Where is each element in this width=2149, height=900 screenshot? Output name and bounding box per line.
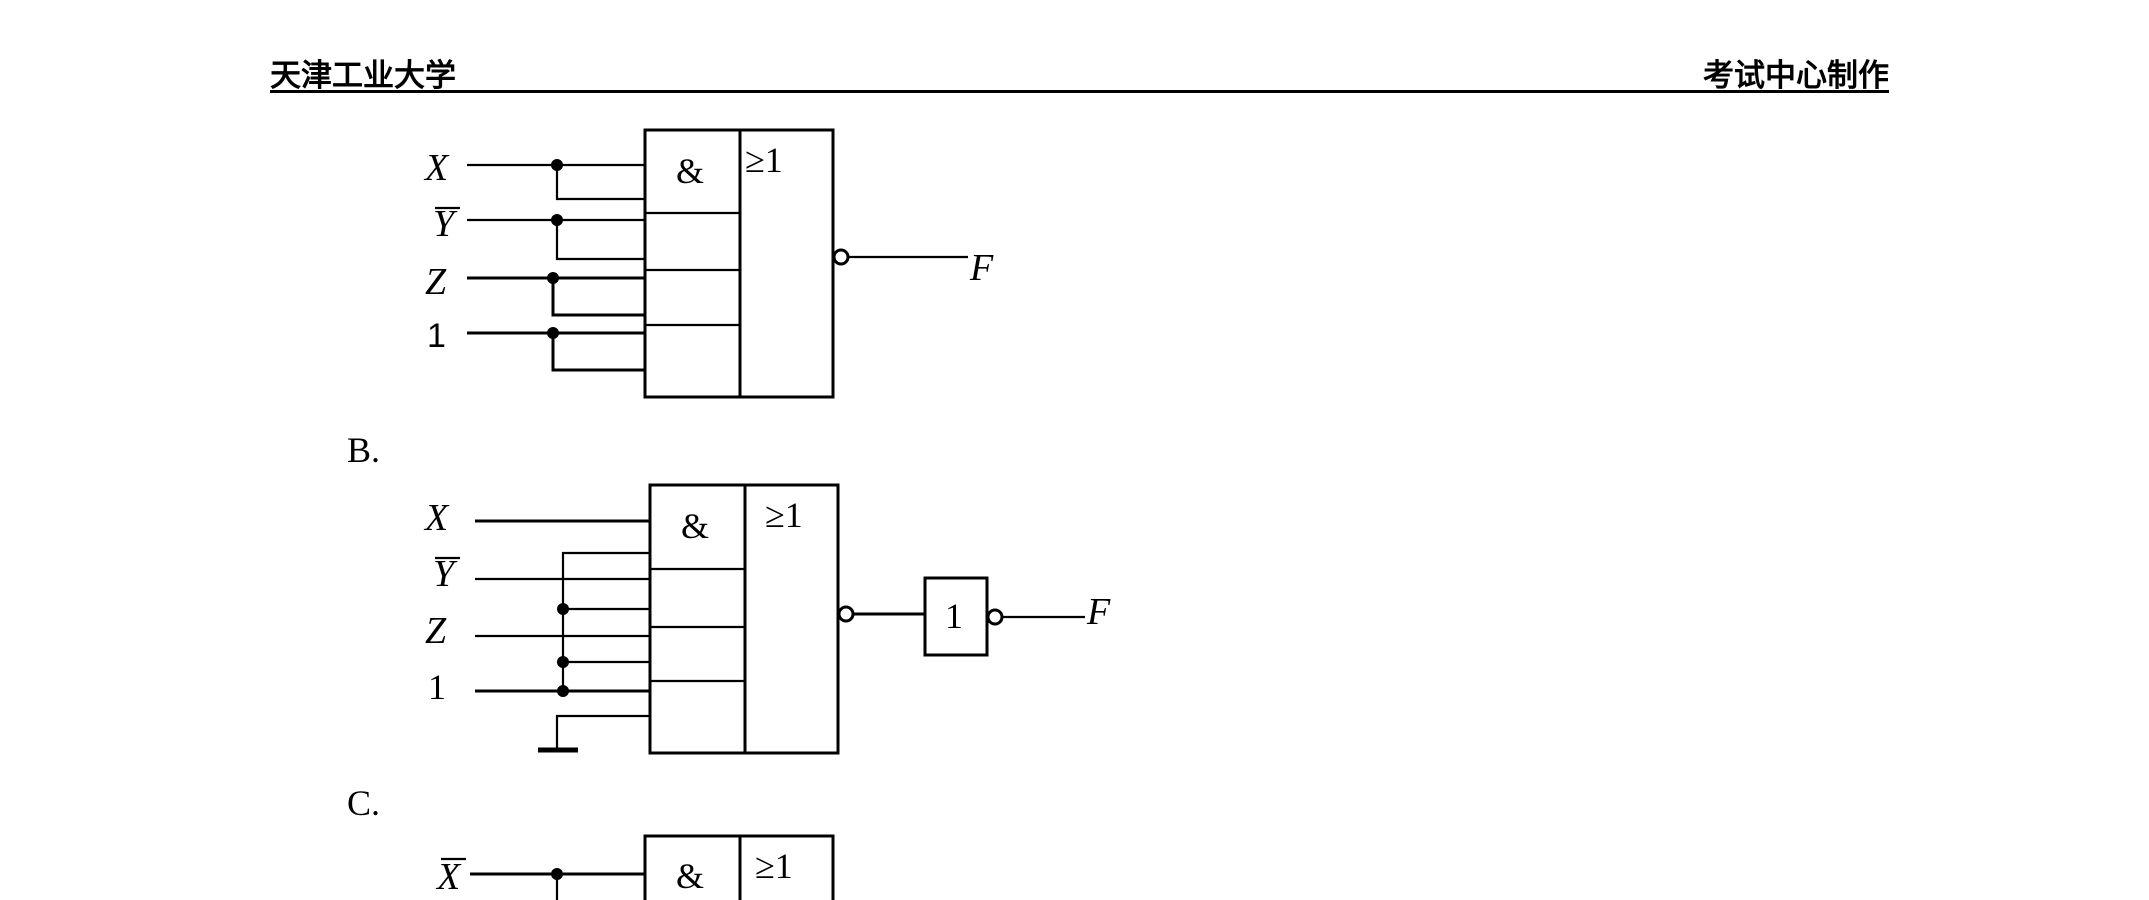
or-symbol: ≥1	[765, 495, 803, 535]
wire	[555, 714, 650, 750]
junction-dot	[557, 603, 569, 615]
input-label-z: Z	[425, 610, 447, 652]
not-symbol: 1	[945, 596, 963, 636]
wire	[555, 165, 645, 201]
junction-dot	[557, 685, 569, 697]
input-label-ybar: Y	[433, 203, 458, 245]
inversion-bubble	[837, 605, 855, 623]
inversion-bubble	[832, 248, 850, 266]
input-label-x: X	[423, 497, 450, 539]
junction-dot	[551, 159, 563, 171]
and-symbol: &	[676, 856, 704, 896]
wire	[551, 278, 645, 317]
wire	[561, 551, 650, 691]
inversion-bubble	[986, 608, 1004, 626]
input-label-ybar: Y	[433, 553, 458, 595]
junction-dot	[557, 656, 569, 668]
or-symbol: ≥1	[745, 140, 783, 180]
header-university: 天津工业大学	[270, 58, 456, 94]
wire	[551, 333, 645, 372]
wire	[555, 220, 645, 261]
input-label-x: X	[423, 147, 450, 189]
not-gate	[923, 576, 989, 657]
or-symbol: ≥1	[755, 846, 793, 886]
option-label-b: B.	[347, 430, 380, 470]
junction-dot	[547, 327, 559, 339]
input-label-one: 1	[428, 667, 446, 707]
circuit-b: B. X Y Z 1 & ≥1	[347, 430, 1111, 755]
output-label-f: F	[1086, 591, 1111, 633]
input-label-xbar: X	[435, 856, 462, 898]
input-label-z: Z	[425, 261, 447, 303]
and-symbol: &	[676, 151, 704, 191]
junction-dot	[547, 272, 559, 284]
circuit-a: X Y Z 1 & ≥1	[423, 128, 994, 399]
junction-dot	[551, 214, 563, 226]
output-label-f: F	[969, 247, 994, 289]
option-label-c: C.	[347, 783, 380, 823]
header-exam-center: 考试中心制作	[1703, 58, 1889, 94]
input-label-one: 1	[427, 317, 446, 355]
and-symbol: &	[681, 506, 709, 546]
circuit-c: C. X & ≥1	[347, 783, 835, 900]
header-rule	[270, 90, 1889, 93]
